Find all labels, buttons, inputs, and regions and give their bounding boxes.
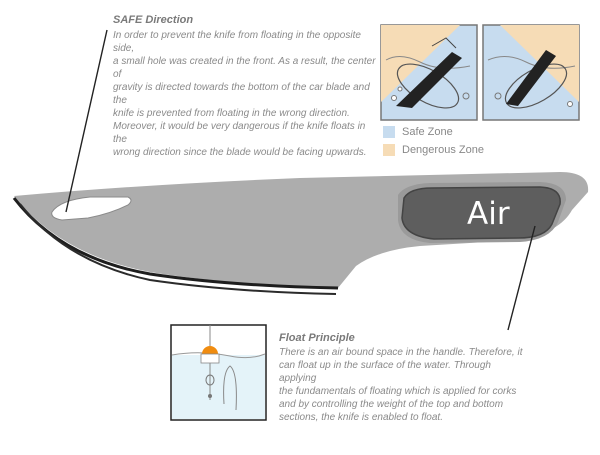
zone-diagram-2 [482,24,580,121]
air-chamber [401,186,561,240]
air-label: Air [467,196,510,232]
safe-direction-text: In order to prevent the knife from float… [113,30,376,158]
dangerous-zone-swatch [383,144,395,156]
float-principle-title: Float Principle [279,332,355,344]
float-principle-text: There is an air bound space in the handl… [279,347,523,423]
float-hole [51,196,132,221]
zone-diagram-1 [380,24,478,121]
float-illustration [170,324,267,421]
legend-dangerous-zone: Dengerous Zone [383,144,484,156]
safe-direction-pointer [65,29,108,213]
safe-zone-swatch [383,126,395,138]
legend-safe-zone: Safe Zone [383,126,453,138]
safe-direction-title: SAFE Direction [113,14,194,26]
float-principle-pointer [507,225,536,331]
